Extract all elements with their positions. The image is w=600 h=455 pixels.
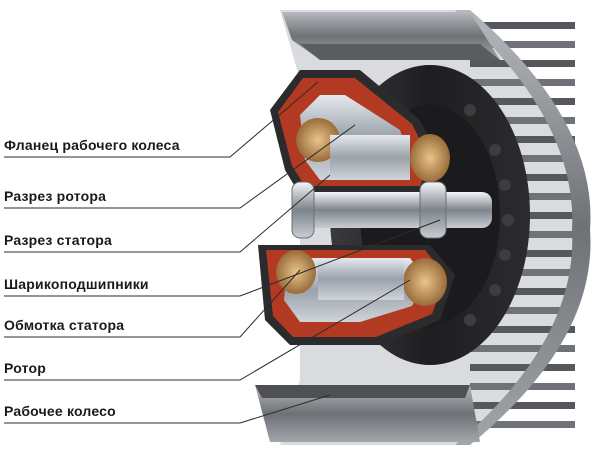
impeller-blade — [470, 22, 575, 29]
impeller-blade — [470, 41, 575, 48]
leader-line-4 — [4, 219, 441, 297]
stator-winding-bottom-left — [276, 250, 316, 294]
impeller-blade — [470, 364, 575, 371]
label-impeller-flange: Фланец рабочего колеса — [4, 137, 180, 153]
impeller-blade — [470, 269, 575, 276]
impeller-ring-bottom — [255, 385, 480, 442]
label-impeller: Рабочее колесо — [4, 403, 116, 419]
leader-line-7 — [4, 394, 331, 424]
bearing-right — [419, 181, 447, 239]
impeller-blade — [470, 117, 575, 124]
leader-line-2 — [4, 124, 356, 209]
label-rotor-section: Разрез ротора — [4, 188, 107, 204]
impeller-blade — [470, 345, 575, 352]
rotor-section-bottom — [318, 258, 404, 300]
shaft — [292, 192, 492, 228]
label-stator-section: Разрез статора — [4, 232, 113, 248]
label-stator-winding: Обмотка статора — [4, 317, 125, 333]
impeller-blade — [470, 136, 575, 143]
leader-line-3 — [4, 174, 331, 253]
rotor-section-top — [330, 135, 410, 180]
leader-line-1 — [4, 81, 319, 158]
impeller-blade — [470, 421, 575, 428]
impeller-blade — [470, 326, 575, 333]
bolt-holes — [464, 104, 514, 326]
leader-lines — [4, 81, 441, 424]
leader-line-6 — [4, 279, 411, 381]
impeller-blade — [470, 98, 575, 105]
stator-winding-bottom-right — [403, 258, 447, 306]
label-rotor: Ротор — [4, 360, 46, 376]
impeller-blade — [470, 307, 575, 314]
stator-winding-top-left — [296, 118, 340, 162]
impeller-blade — [470, 288, 575, 295]
impeller-blade — [470, 402, 575, 409]
stator-winding-top-right — [410, 134, 450, 182]
leader-line-5 — [4, 269, 301, 338]
label-ball-bearings: Шарикоподшипники — [4, 276, 149, 292]
bearing-left — [291, 181, 315, 239]
